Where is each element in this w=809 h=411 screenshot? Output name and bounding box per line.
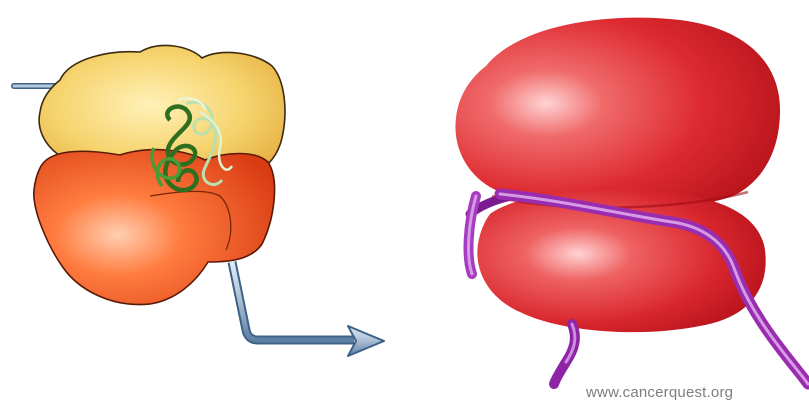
left-ribosome-diagram <box>14 45 384 356</box>
right-ribosome-diagram <box>455 18 808 384</box>
large-subunit-simple <box>455 18 780 208</box>
right-arrow-icon <box>232 262 384 356</box>
watermark-text: www.cancerquest.org <box>586 384 733 401</box>
